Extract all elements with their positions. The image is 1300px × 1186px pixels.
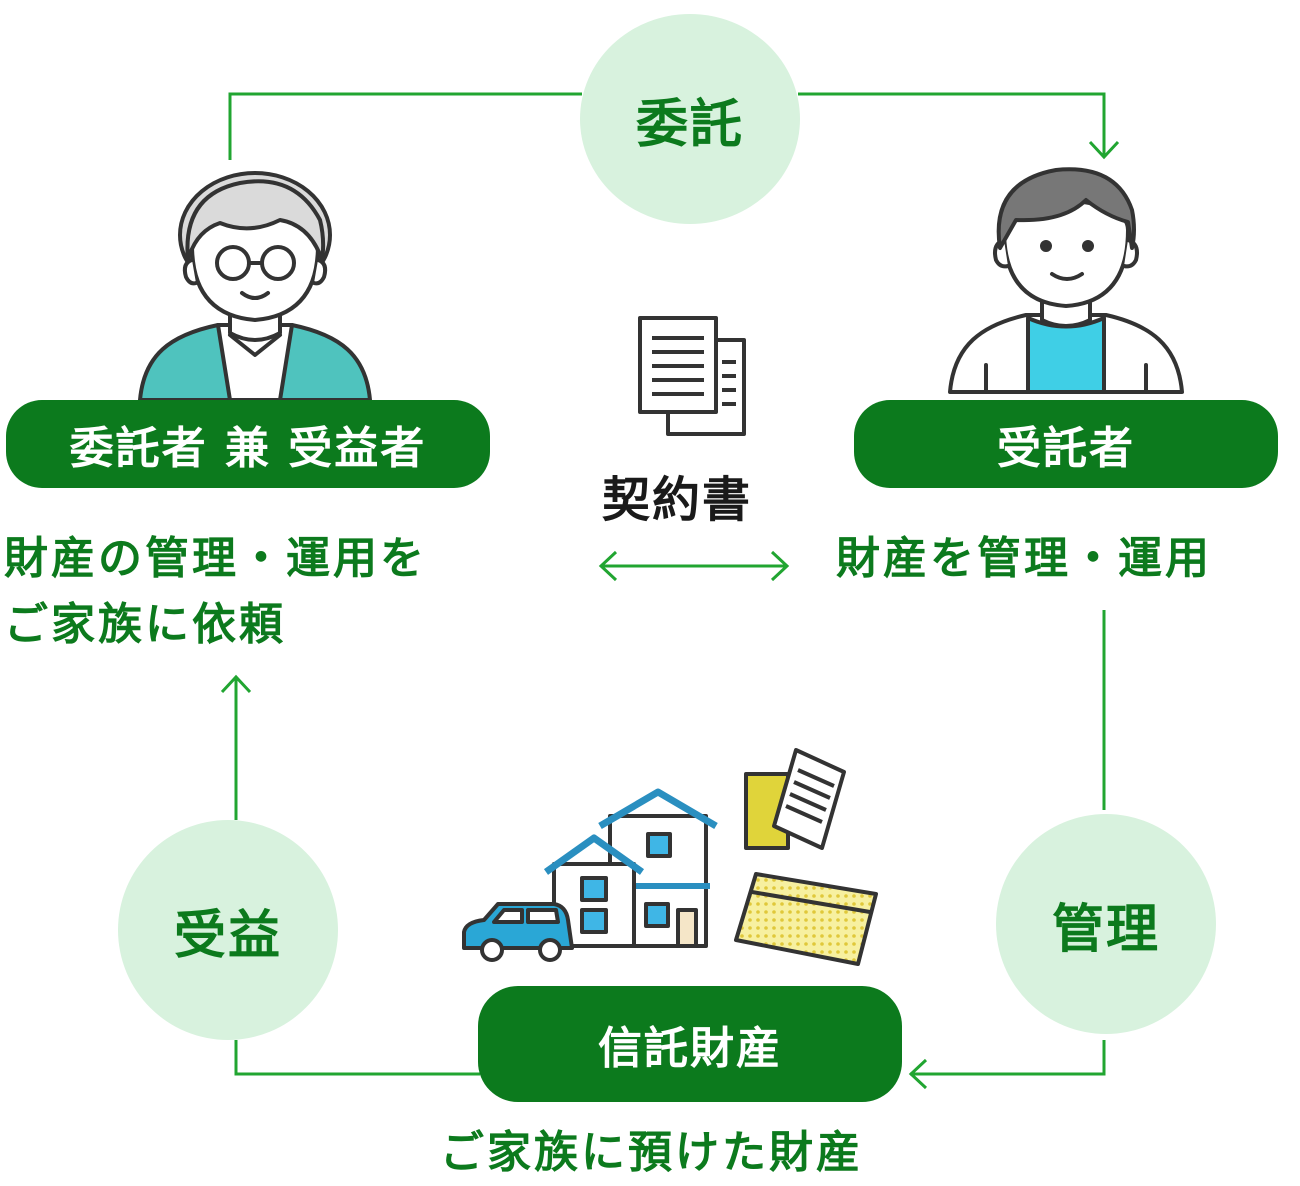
entrust-label: 委託 — [635, 94, 744, 155]
manage-circle: 管理 — [996, 814, 1216, 1034]
car-icon — [462, 902, 574, 962]
entrust-line-right — [798, 92, 1106, 156]
contract-document-icon — [638, 316, 746, 436]
manage-arrowhead — [908, 1058, 928, 1090]
trustee-pill: 受託者 — [854, 400, 1278, 488]
entrust-arrowhead — [1088, 140, 1120, 160]
settlor-pill: 委託者 兼 受益者 — [6, 400, 490, 488]
benefit-line-bottom — [234, 1040, 480, 1076]
settlor-caption: 財産の管理・運用を ご家族に依頼 — [4, 526, 427, 658]
benefit-arrowhead — [220, 674, 252, 694]
trustee-label: 受託者 — [997, 423, 1135, 474]
trust-property-label: 信託財産 — [598, 1023, 782, 1074]
trustee-caption: 財産を管理・運用 — [836, 533, 1212, 584]
elderly-person-icon — [138, 171, 372, 402]
benefit-label: 受益 — [173, 905, 282, 966]
settlor-caption-line2: ご家族に依頼 — [4, 599, 286, 650]
contract-label: 契約書 — [602, 472, 753, 528]
bankbook-icon — [734, 872, 878, 966]
manage-label: 管理 — [1051, 899, 1160, 960]
envelope-icon — [744, 748, 846, 850]
house-icon — [543, 788, 718, 948]
trust-property-pill: 信託財産 — [478, 986, 902, 1102]
entrust-circle: 委託 — [580, 14, 800, 224]
settlor-caption-line1: 財産の管理・運用を — [4, 533, 427, 584]
manage-line-bottom — [910, 1040, 1106, 1076]
settlor-label: 委託者 兼 受益者 — [69, 423, 427, 474]
young-man-icon — [948, 167, 1184, 394]
trust-property-caption: ご家族に預けた財産 — [440, 1127, 863, 1178]
entrust-line — [228, 92, 582, 160]
benefit-circle: 受益 — [118, 820, 338, 1040]
double-arrow-icon — [598, 550, 790, 582]
